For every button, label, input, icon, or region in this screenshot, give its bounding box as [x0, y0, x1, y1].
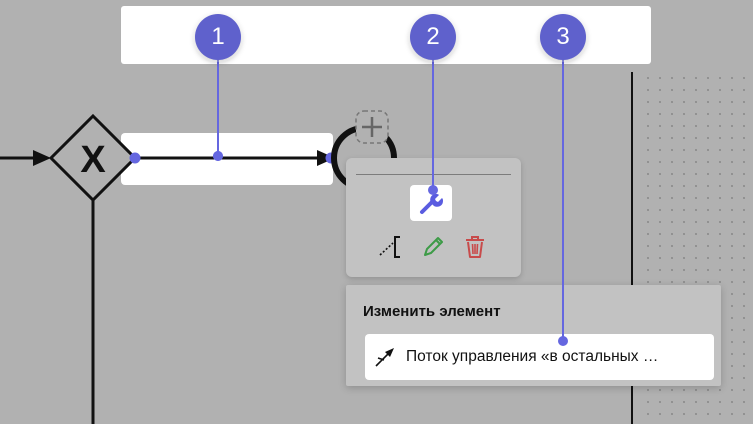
delete-button[interactable]: [460, 232, 490, 262]
context-pad-separator: [356, 174, 511, 175]
popup-entry-label: Поток управления «в остальных …: [406, 348, 659, 365]
trash-icon: [466, 236, 484, 258]
default-flow-icon: [374, 346, 396, 368]
wrench-icon: [420, 194, 443, 214]
append-element-button[interactable]: [355, 110, 389, 144]
flow-start-handle: [129, 152, 141, 164]
edit-button[interactable]: [418, 232, 448, 262]
connect-button[interactable]: [376, 232, 406, 262]
replace-button[interactable]: [410, 185, 452, 221]
flow-mid-handle: [213, 151, 223, 161]
plus-icon: [355, 110, 389, 144]
context-pad: [346, 158, 521, 277]
replace-popup-menu: Изменить элемент Поток управления «в ост…: [346, 285, 721, 386]
selected-sequence-flow[interactable]: [129, 150, 337, 166]
popup-entry-default-flow[interactable]: Поток управления «в остальных …: [365, 334, 714, 380]
pencil-icon: [424, 237, 443, 256]
connect-icon: [379, 236, 400, 258]
annotation-badge-2: 2: [410, 14, 456, 60]
annotation-badge-3: 3: [540, 14, 586, 60]
incoming-sequence-flow[interactable]: [0, 150, 51, 166]
gateway-marker: X: [80, 139, 106, 181]
exclusive-gateway[interactable]: X: [48, 113, 138, 203]
annotation-badge-1: 1: [195, 14, 241, 60]
popup-title: Изменить элемент: [363, 303, 501, 320]
